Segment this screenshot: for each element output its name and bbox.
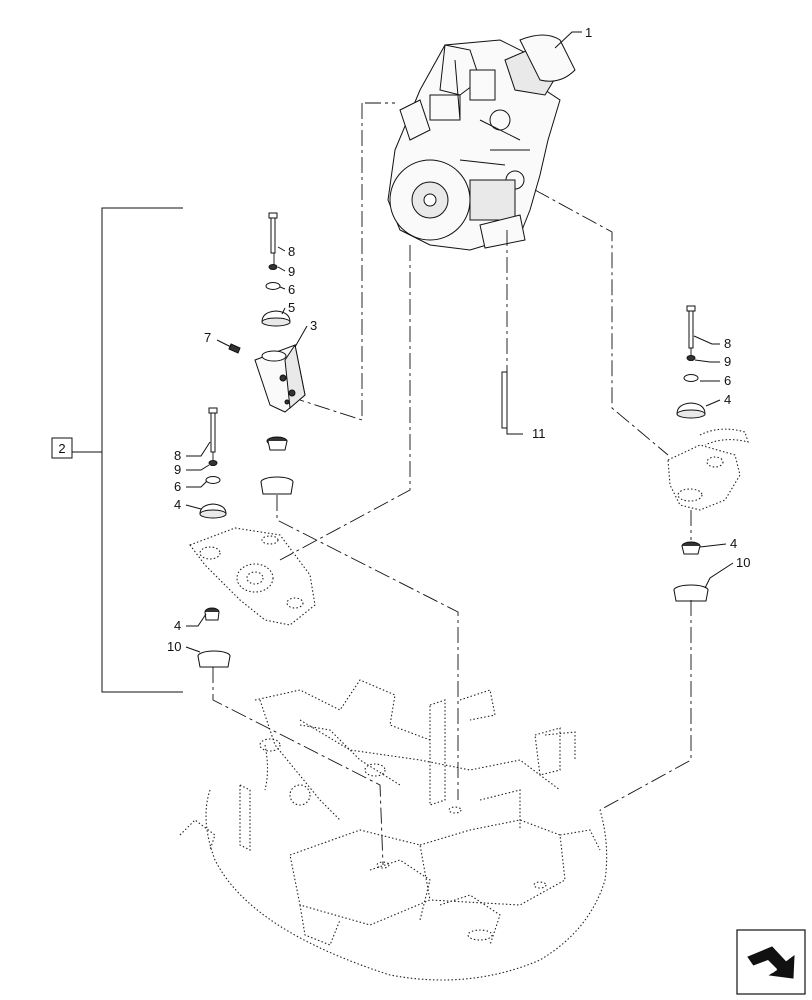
callout-mid-8: 8	[288, 244, 295, 259]
callout-left-4a: 4	[174, 497, 181, 512]
right-lower-mounts	[673, 541, 709, 602]
callout-1: 1	[585, 25, 592, 40]
group-label-box: 2	[51, 437, 73, 459]
engine-assembly	[387, 34, 576, 251]
callout-left-9: 9	[174, 462, 181, 477]
callout-3: 3	[310, 318, 317, 333]
callout-right-10: 10	[736, 555, 750, 570]
callout-right-4a: 4	[724, 392, 731, 407]
bolt-7	[228, 343, 241, 354]
callout-left-10: 10	[167, 639, 181, 654]
group-bracket	[72, 207, 183, 693]
callout-mid-9: 9	[288, 264, 295, 279]
left-fastener-stack	[199, 407, 227, 519]
callout-mid-6: 6	[288, 282, 295, 297]
mid-lower-mounts	[260, 436, 294, 495]
alignment-lines	[212, 102, 692, 866]
callout-right-8: 8	[724, 336, 731, 351]
callout-5: 5	[288, 300, 295, 315]
right-fastener-stack	[676, 305, 706, 419]
callout-right-4b: 4	[730, 536, 737, 551]
left-engine-mount-casting	[189, 527, 316, 626]
callout-labels: 1 8 9 6 5 3 7 8 9 6 4 4 10 8 9 6 4 4 10 …	[167, 25, 750, 654]
callout-right-6: 6	[724, 373, 731, 388]
callout-right-9: 9	[724, 354, 731, 369]
right-engine-mount-casting	[667, 428, 749, 511]
left-lower-mounts	[197, 607, 231, 668]
part-11-strip	[501, 371, 508, 429]
callout-left-6: 6	[174, 479, 181, 494]
callout-left-8: 8	[174, 448, 181, 463]
next-page-arrow-icon[interactable]	[736, 929, 806, 995]
callout-leaders	[185, 31, 734, 653]
callout-11: 11	[532, 426, 546, 441]
callout-left-4b: 4	[174, 618, 181, 633]
callout-7: 7	[204, 330, 211, 345]
mounting-bracket	[254, 343, 306, 413]
group-label-2: 2	[58, 441, 65, 456]
upper-frame	[179, 679, 608, 981]
mid-fastener-stack	[261, 212, 291, 327]
